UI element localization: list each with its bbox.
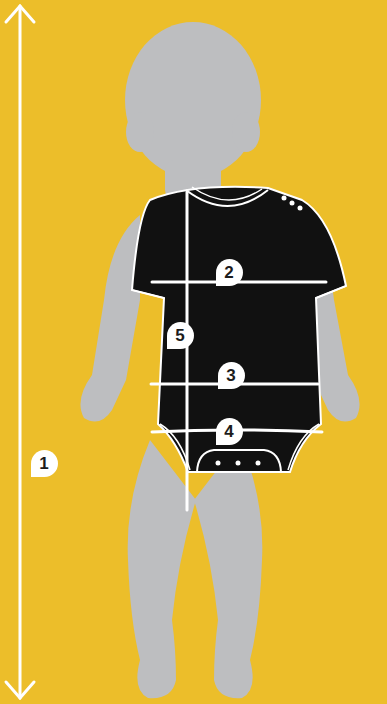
callout-bubble: 3: [218, 362, 245, 389]
callout-bubble: 4: [216, 418, 243, 445]
callout-number: 4: [224, 423, 233, 440]
callout-bubble: 5: [167, 322, 194, 349]
callout-bubble: 1: [31, 450, 58, 477]
callout-number: 1: [39, 455, 48, 472]
callout-number: 5: [175, 327, 184, 344]
bodysuit: [132, 187, 346, 472]
callout-number: 2: [224, 264, 233, 281]
baby-silhouette: [80, 22, 359, 698]
callout-number: 3: [226, 367, 235, 384]
callout-bubble: 2: [216, 259, 243, 286]
measurement-lines: [6, 6, 326, 698]
